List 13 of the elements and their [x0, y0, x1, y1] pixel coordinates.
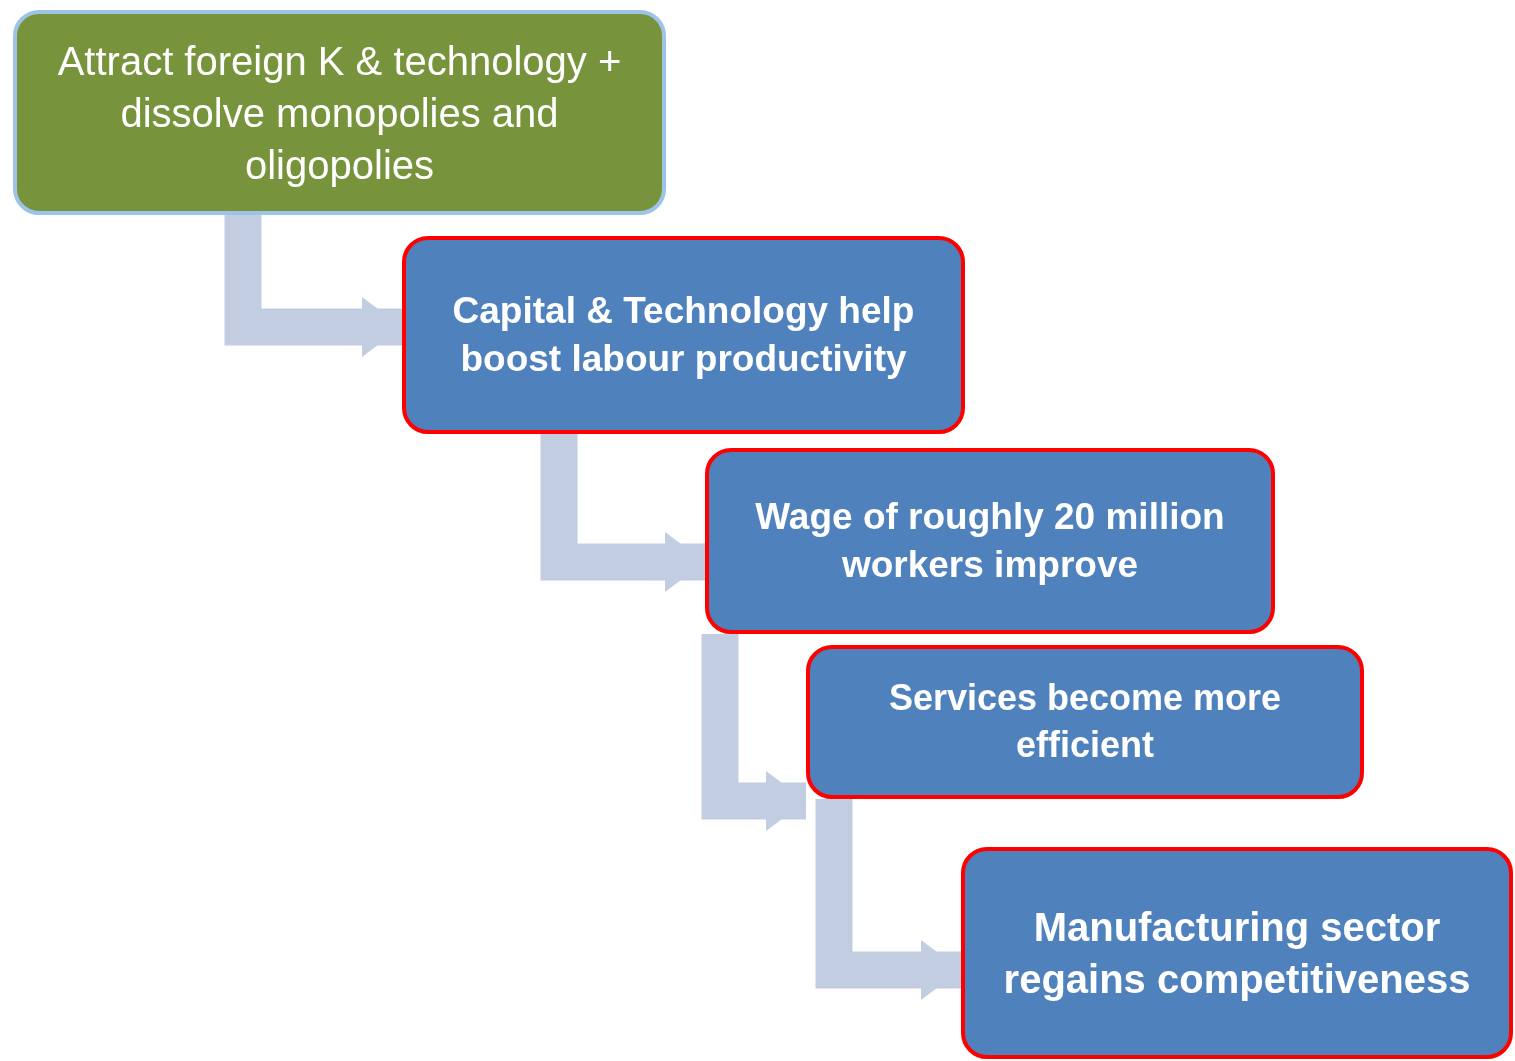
- bent-arrow: [540, 434, 705, 592]
- start-box: [13, 10, 666, 215]
- box-text: Wage of roughly 20 million workers improve: [754, 494, 1226, 587]
- process-box: [402, 236, 965, 434]
- box-text: Attract foreign K & technology + dissolve monopolies and oligopolies: [56, 37, 623, 189]
- bent-arrow: [701, 634, 806, 831]
- box-text: Capital & Technology help boost labour productivity: [451, 288, 916, 381]
- process-box: [961, 847, 1513, 1059]
- box-text: Manufacturing sector regains competitiveness: [1002, 904, 1472, 1003]
- process-box: [705, 448, 1275, 634]
- process-box: [806, 645, 1364, 799]
- box-text: Services become more efficient: [887, 676, 1283, 767]
- bent-arrow: [815, 799, 961, 1000]
